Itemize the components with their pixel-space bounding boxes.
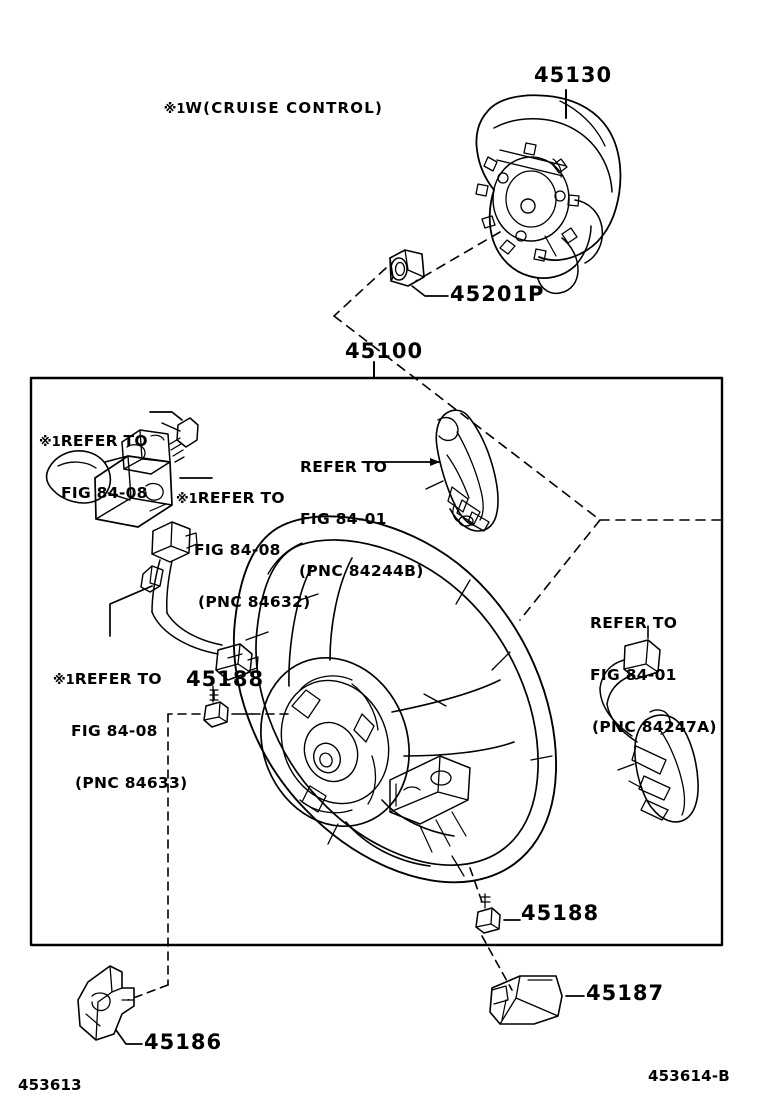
switch-84244b-art <box>425 409 499 532</box>
reference-line-1: REFER TO <box>197 488 285 507</box>
reference-line-1: REFER TO <box>60 431 148 450</box>
screw-45188-upper-art <box>203 685 229 728</box>
dashed-leader-airbag-nut <box>415 231 501 282</box>
screw-45188-lower-art <box>475 893 501 934</box>
reference-fig-84-08-pnc-84632: ※1REFER TO FIG 84-08 (PNC 84632) <box>176 455 311 646</box>
steering-wheel-art <box>232 515 557 884</box>
reference-line-1: REFER TO <box>74 669 162 688</box>
reference-line-2: FIG 84-08 <box>61 483 148 502</box>
assembly-boundary-box <box>29 376 724 947</box>
reference-line-1: REFER TO <box>300 457 388 476</box>
footer-code-left: 453613 <box>18 1076 82 1094</box>
switch-screw-art <box>169 417 199 463</box>
nut-45201p-art <box>389 249 425 287</box>
reference-fig-84-08-pnc-84633: ※1REFER TO FIG 84-08 (PNC 84633) <box>53 636 188 827</box>
cover-45187-art <box>489 975 563 1025</box>
callout-45186[interactable]: 45186 <box>144 1030 223 1054</box>
reference-mark: ※1 <box>39 434 61 450</box>
dashed-leader-to-hub <box>519 519 601 621</box>
callout-45188-lower[interactable]: 45188 <box>521 901 600 925</box>
dashed-wheel-to-screw <box>469 867 483 903</box>
reference-line-3: (PNC 84244B) <box>299 561 424 580</box>
cover-45186-art <box>77 965 135 1041</box>
callout-45187[interactable]: 45187 <box>586 981 665 1005</box>
legend-note-text: W(CRUISE CONTROL) <box>185 98 384 117</box>
reference-fig-84-08-upper-left: ※1REFER TO FIG 84-08 <box>39 398 148 537</box>
airbag-assembly-art <box>475 94 622 295</box>
callout-45130[interactable]: 45130 <box>534 63 613 87</box>
footer-code-right: 453614-B <box>648 1067 730 1085</box>
reference-line-1: REFER TO <box>590 613 678 632</box>
reference-line-3: (PNC 84633) <box>75 774 188 793</box>
callout-45100[interactable]: 45100 <box>345 339 424 363</box>
reference-line-2: FIG 84-01 <box>590 665 677 684</box>
dashed-screw-to-cover-45187 <box>481 935 513 991</box>
legend-note-mark: ※1 <box>163 101 186 117</box>
reference-mark: ※1 <box>53 672 75 688</box>
callout-45201p[interactable]: 45201P <box>450 282 545 306</box>
reference-fig-84-01-pnc-84244b: REFER TO FIG 84-01 (PNC 84244B) <box>299 424 424 615</box>
reference-line-2: FIG 84-08 <box>194 540 281 559</box>
reference-line-2: FIG 84-08 <box>71 721 158 740</box>
reference-fig-84-01-pnc-84247a: REFER TO FIG 84-01 (PNC 84247A) <box>590 580 717 771</box>
dashed-leader-diagonal-main <box>333 315 601 521</box>
reference-line-2: FIG 84-01 <box>300 509 387 528</box>
reference-line-3: (PNC 84632) <box>198 593 311 612</box>
dashed-leader-nut-down <box>333 267 387 317</box>
legend-note: ※1W(CRUISE CONTROL) <box>138 83 383 134</box>
switch-84247a-art <box>599 639 699 823</box>
reference-mark: ※1 <box>176 491 198 507</box>
callout-45188-upper[interactable]: 45188 <box>186 667 265 691</box>
combination-switch-art <box>45 417 259 681</box>
reference-line-3: (PNC 84247A) <box>592 717 717 736</box>
